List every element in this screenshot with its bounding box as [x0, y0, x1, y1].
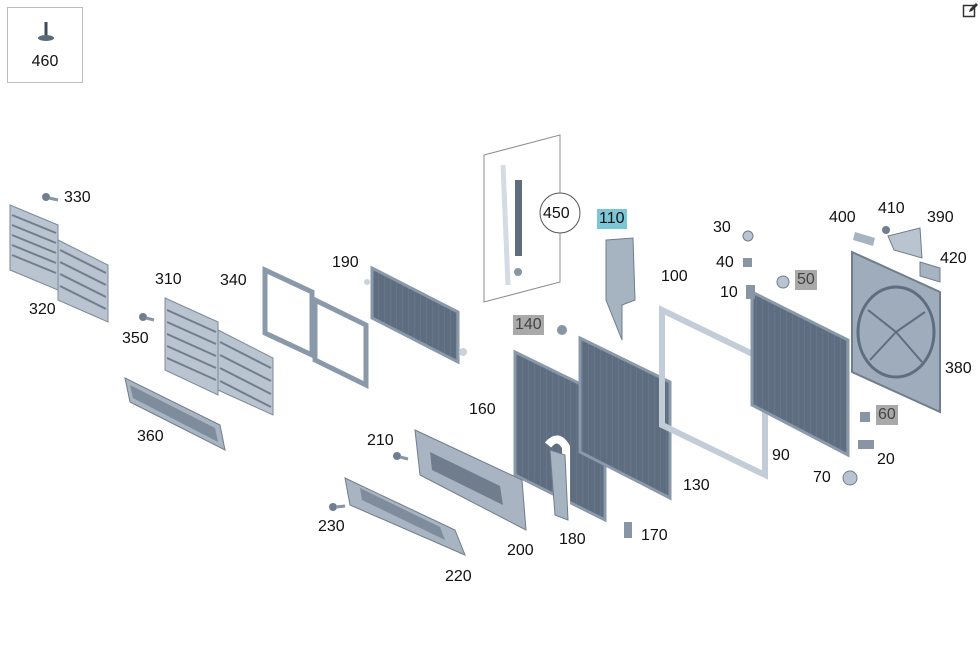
callout-60[interactable]: 60	[876, 405, 898, 425]
part-230-screw[interactable]	[329, 503, 346, 511]
part-340-frame[interactable]	[262, 266, 369, 390]
part-400-clip[interactable]	[853, 232, 875, 246]
part-170-sensor[interactable]	[624, 522, 632, 538]
callout-410[interactable]: 410	[878, 200, 905, 217]
part-10-fitting[interactable]	[746, 285, 755, 299]
callout-70[interactable]: 70	[813, 469, 831, 486]
callout-160[interactable]: 160	[469, 401, 496, 418]
callout-420[interactable]: 420	[940, 250, 967, 267]
callout-350[interactable]: 350	[122, 330, 149, 347]
part-390-duct[interactable]	[887, 227, 923, 259]
part-350-screw[interactable]	[139, 313, 155, 322]
part-210-screw[interactable]	[393, 452, 409, 461]
part-110-bracket[interactable]	[605, 237, 636, 341]
callout-390[interactable]: 390	[927, 209, 954, 226]
part-100-frame[interactable]	[659, 305, 768, 480]
part-320-grille[interactable]	[9, 204, 109, 323]
callout-90[interactable]: 90	[772, 447, 790, 464]
part-360-lower-trim[interactable]	[124, 377, 226, 451]
callout-220[interactable]: 220	[445, 568, 472, 585]
callout-180[interactable]: 180	[559, 531, 586, 548]
part-20-sensor[interactable]	[858, 440, 874, 449]
part-330-screw[interactable]	[42, 193, 59, 202]
callout-10[interactable]: 10	[720, 284, 738, 301]
edit-icon[interactable]	[962, 2, 978, 18]
legend-box: 460	[7, 7, 83, 83]
callout-30[interactable]: 30	[713, 219, 731, 236]
callout-210[interactable]: 210	[367, 432, 394, 449]
callout-190[interactable]: 190	[332, 254, 359, 271]
part-90-radiator[interactable]	[750, 289, 850, 458]
part-130-panel[interactable]	[578, 335, 672, 501]
part-40-plug[interactable]	[743, 258, 752, 267]
callout-40[interactable]: 40	[716, 254, 734, 271]
callout-110[interactable]: 110	[597, 209, 627, 229]
callout-100[interactable]: 100	[661, 268, 688, 285]
callout-200[interactable]: 200	[507, 542, 534, 559]
part-200-air-guide[interactable]	[414, 429, 527, 531]
part-140-clip[interactable]	[557, 325, 567, 335]
callout-450[interactable]: 450	[543, 205, 570, 222]
callout-20[interactable]: 20	[877, 451, 895, 468]
callout-380[interactable]: 380	[945, 360, 972, 377]
callout-230[interactable]: 230	[318, 518, 345, 535]
part-190-condenser[interactable]	[364, 265, 467, 365]
part-410-screw[interactable]	[882, 226, 890, 234]
callout-320[interactable]: 320	[29, 301, 56, 318]
legend-part-number: 460	[31, 53, 59, 70]
part-380-fan-shroud[interactable]	[851, 250, 941, 414]
part-450-detail-box[interactable]	[483, 134, 581, 303]
callout-310[interactable]: 310	[155, 271, 182, 288]
callout-130[interactable]: 130	[683, 477, 710, 494]
part-180-bracket[interactable]	[549, 449, 569, 521]
callout-340[interactable]: 340	[220, 272, 247, 289]
callout-140[interactable]: 140	[513, 315, 544, 335]
part-310-grille[interactable]	[164, 297, 274, 416]
part-30-cap[interactable]	[742, 230, 754, 242]
screw-icon	[38, 22, 54, 41]
part-420-bracket[interactable]	[919, 261, 941, 283]
callout-360[interactable]: 360	[137, 428, 164, 445]
part-50-cap[interactable]	[776, 275, 790, 289]
part-60-clip[interactable]	[860, 412, 870, 422]
part-220-lower-air-guide[interactable]	[344, 477, 466, 556]
callout-50[interactable]: 50	[795, 270, 817, 290]
part-70-plug[interactable]	[842, 470, 858, 486]
callout-330[interactable]: 330	[64, 189, 91, 206]
callout-400[interactable]: 400	[829, 209, 856, 226]
callout-170[interactable]: 170	[641, 527, 668, 544]
